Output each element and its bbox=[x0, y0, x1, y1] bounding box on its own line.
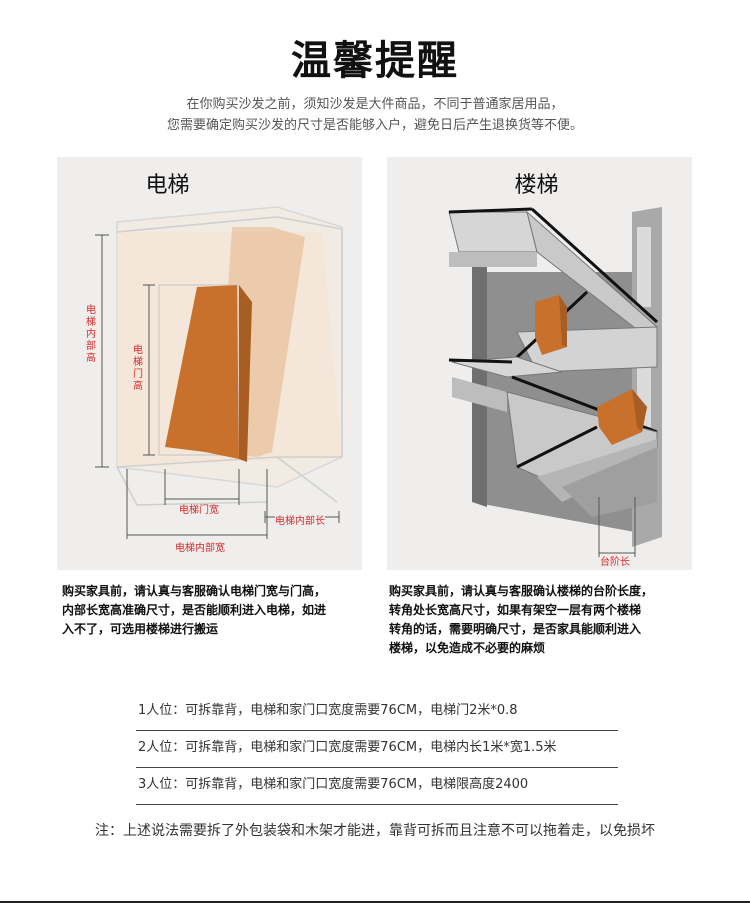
stairs-description-line-1: 购买家具前，请认真与客服确认楼梯的台阶长度， bbox=[389, 584, 654, 598]
stairs-title: 楼梯 bbox=[514, 173, 559, 198]
elevator-description-line-3: 入不了，可选用楼梯进行搬运 bbox=[62, 622, 219, 636]
elevator-panel: 电梯 电梯内部高 电梯门高 电梯门宽 电梯内部长 电梯内部宽 bbox=[57, 157, 362, 570]
rule-3-seat: 3人位：可拆靠背，电梯和家门口宽度需要76CM，电梯限高度2400 bbox=[136, 768, 618, 805]
stairs-panel: 楼梯 台阶长 bbox=[387, 157, 692, 570]
elevator-illustration bbox=[95, 206, 343, 539]
elevator-title: 电梯 bbox=[145, 173, 190, 198]
stairs-illustration bbox=[448, 207, 662, 557]
elevator-door-height-label: 电梯门高 bbox=[133, 345, 143, 392]
elevator-description: 购买家具前，请认真与客服确认电梯门宽与门高， 内部长宽高准确尺寸，是否能顺利进入… bbox=[62, 582, 367, 639]
stairs-description: 购买家具前，请认真与客服确认楼梯的台阶长度， 转角处长宽高尺寸，如果有架空一层有… bbox=[389, 582, 694, 658]
page-title: 温馨提醒 bbox=[291, 37, 459, 84]
stairs-description-line-3: 转角的话，需要明确尺寸，是否家具能顺利进入 bbox=[389, 622, 642, 636]
elevator-inner-width-label: 电梯内部宽 bbox=[175, 543, 225, 554]
stairs-description-line-2: 转角处长宽高尺寸，如果有架空一层有两个楼梯 bbox=[389, 603, 642, 617]
elevator-description-line-1: 购买家具前，请认真与客服确认电梯门宽与门高， bbox=[62, 584, 327, 598]
elevator-door-width-label: 电梯门宽 bbox=[179, 505, 219, 516]
elevator-description-line-2: 内部长宽高准确尺寸，是否能顺利进入电梯，如进 bbox=[62, 603, 327, 617]
intro-line-2: 您需要确定购买沙发的尺寸是否能够入户，避免日后产生退换货等不便。 bbox=[166, 118, 583, 133]
size-rules-list: 1人位：可拆靠背，电梯和家门口宽度需要76CM，电梯门2米*0.8 2人位：可拆… bbox=[136, 694, 618, 805]
rule-2-seat: 2人位：可拆靠背，电梯和家门口宽度需要76CM，电梯内长1米*宽1.5米 bbox=[136, 731, 618, 768]
stairs-description-line-4: 楼梯，以免造成不必要的麻烦 bbox=[389, 641, 546, 655]
intro-line-1: 在你购买沙发之前，须知沙发是大件商品，不同于普通家居用品， bbox=[186, 97, 564, 112]
bottom-divider bbox=[0, 901, 750, 903]
footer-note: 注：上述说法需要拆了外包装袋和木架才能进，靠背可拆而且注意不可以拖着走，以免损坏 bbox=[95, 823, 655, 839]
elevator-inner-height-label: 电梯内部高 bbox=[86, 305, 96, 364]
stairs-step-length-label: 台阶长 bbox=[600, 557, 630, 568]
rule-1-seat: 1人位：可拆靠背，电梯和家门口宽度需要76CM，电梯门2米*0.8 bbox=[136, 694, 618, 731]
elevator-inner-length-label: 电梯内部长 bbox=[275, 512, 325, 527]
intro-text: 在你购买沙发之前，须知沙发是大件商品，不同于普通家居用品， 您需要确定购买沙发的… bbox=[0, 94, 750, 136]
